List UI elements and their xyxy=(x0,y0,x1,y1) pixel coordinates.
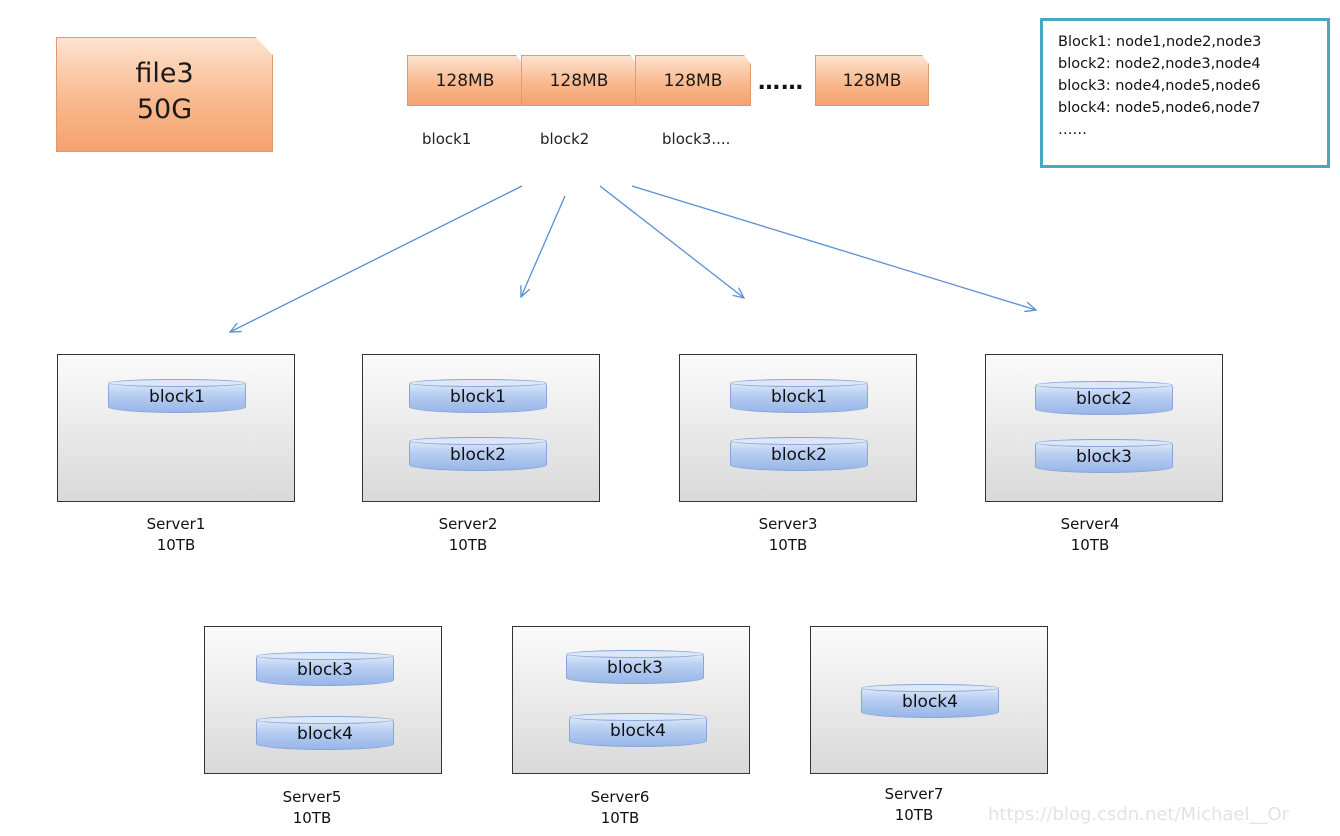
server-name: Server7 xyxy=(884,785,944,803)
server-6-label: Server6 10TB xyxy=(520,787,720,829)
file-name: file3 xyxy=(135,58,194,89)
server-1-label: Server1 10TB xyxy=(76,514,276,556)
server-6-box: block3 block4 xyxy=(512,626,750,774)
server-capacity: 10TB xyxy=(600,809,640,827)
block-cylinder: block1 xyxy=(108,379,246,413)
legend-line: Block1: node1,node2,node3 xyxy=(1058,34,1262,50)
server-name: Server3 xyxy=(758,515,818,533)
block-cylinder: block2 xyxy=(1035,381,1173,415)
block-cylinder: block2 xyxy=(409,437,547,471)
server-name: Server2 xyxy=(438,515,498,533)
block-cylinder: block2 xyxy=(730,437,868,471)
server-name: Server5 xyxy=(282,788,342,806)
block-name: block2 xyxy=(450,445,506,465)
file-size: 50G xyxy=(136,94,193,125)
arrow-to-server4 xyxy=(631,185,1036,310)
arrow-to-server2 xyxy=(521,195,566,297)
legend-line: …… xyxy=(1058,122,1087,138)
chunk-ellipsis: …… xyxy=(758,70,804,95)
server-capacity: 10TB xyxy=(292,809,332,827)
server-4-label: Server4 10TB xyxy=(990,514,1190,556)
watermark: https://blog.csdn.net/Michael__Or xyxy=(988,804,1290,825)
file-label: file3 50G xyxy=(56,56,273,128)
file-icon xyxy=(56,37,273,152)
block-name: block1 xyxy=(450,387,506,407)
block-name: block3 xyxy=(1076,447,1132,467)
block-name: block3 xyxy=(607,658,663,678)
block-label-1: block1 xyxy=(422,130,472,148)
server-7-label: Server7 10TB xyxy=(814,784,1014,826)
server-capacity: 10TB xyxy=(768,536,808,554)
block-cylinder: block4 xyxy=(569,713,707,747)
block-name: block3 xyxy=(297,660,353,680)
block-cylinder: block1 xyxy=(730,379,868,413)
block-name: block1 xyxy=(149,387,205,407)
server-3-label: Server3 10TB xyxy=(688,514,888,556)
server-2-label: Server2 10TB xyxy=(368,514,568,556)
server-name: Server4 xyxy=(1060,515,1120,533)
block-label-2: block2 xyxy=(540,130,590,148)
block-cylinder: block4 xyxy=(256,716,394,750)
server-name: Server1 xyxy=(146,515,206,533)
block-cylinder: block4 xyxy=(861,684,999,718)
server-1-box: block1 xyxy=(57,354,295,502)
server-capacity: 10TB xyxy=(1070,536,1110,554)
block-name: block2 xyxy=(1076,389,1132,409)
server-5-label: Server5 10TB xyxy=(212,787,412,829)
server-7-box: block4 xyxy=(810,626,1048,774)
server-capacity: 10TB xyxy=(894,806,934,824)
legend-line: block3: node4,node5,node6 xyxy=(1058,78,1261,94)
server-3-box: block1 block2 xyxy=(679,354,917,502)
block-name: block4 xyxy=(902,692,958,712)
block-name: block4 xyxy=(610,721,666,741)
block-cylinder: block1 xyxy=(409,379,547,413)
block-cylinder: block3 xyxy=(256,652,394,686)
server-capacity: 10TB xyxy=(156,536,196,554)
server-5-box: block3 block4 xyxy=(204,626,442,774)
server-name: Server6 xyxy=(590,788,650,806)
block-name: block1 xyxy=(771,387,827,407)
block-cylinder: block3 xyxy=(1035,439,1173,473)
block-name: block4 xyxy=(297,724,353,744)
block-label-3: block3.... xyxy=(662,130,731,148)
legend-line: block2: node2,node3,node4 xyxy=(1058,56,1261,72)
chunk-2: 128MB xyxy=(521,55,637,106)
block-cylinder: block3 xyxy=(566,650,704,684)
chunk-4: 128MB xyxy=(815,55,929,106)
chunk-3: 128MB xyxy=(635,55,751,106)
arrow-to-server3 xyxy=(599,185,744,298)
server-2-box: block1 block2 xyxy=(362,354,600,502)
server-4-box: block2 block3 xyxy=(985,354,1223,502)
server-capacity: 10TB xyxy=(448,536,488,554)
block-name: block2 xyxy=(771,445,827,465)
block-location-legend: Block1: node1,node2,node3 block2: node2,… xyxy=(1040,18,1330,168)
arrow-to-server1 xyxy=(230,185,523,332)
legend-line: block4: node5,node6,node7 xyxy=(1058,100,1261,116)
